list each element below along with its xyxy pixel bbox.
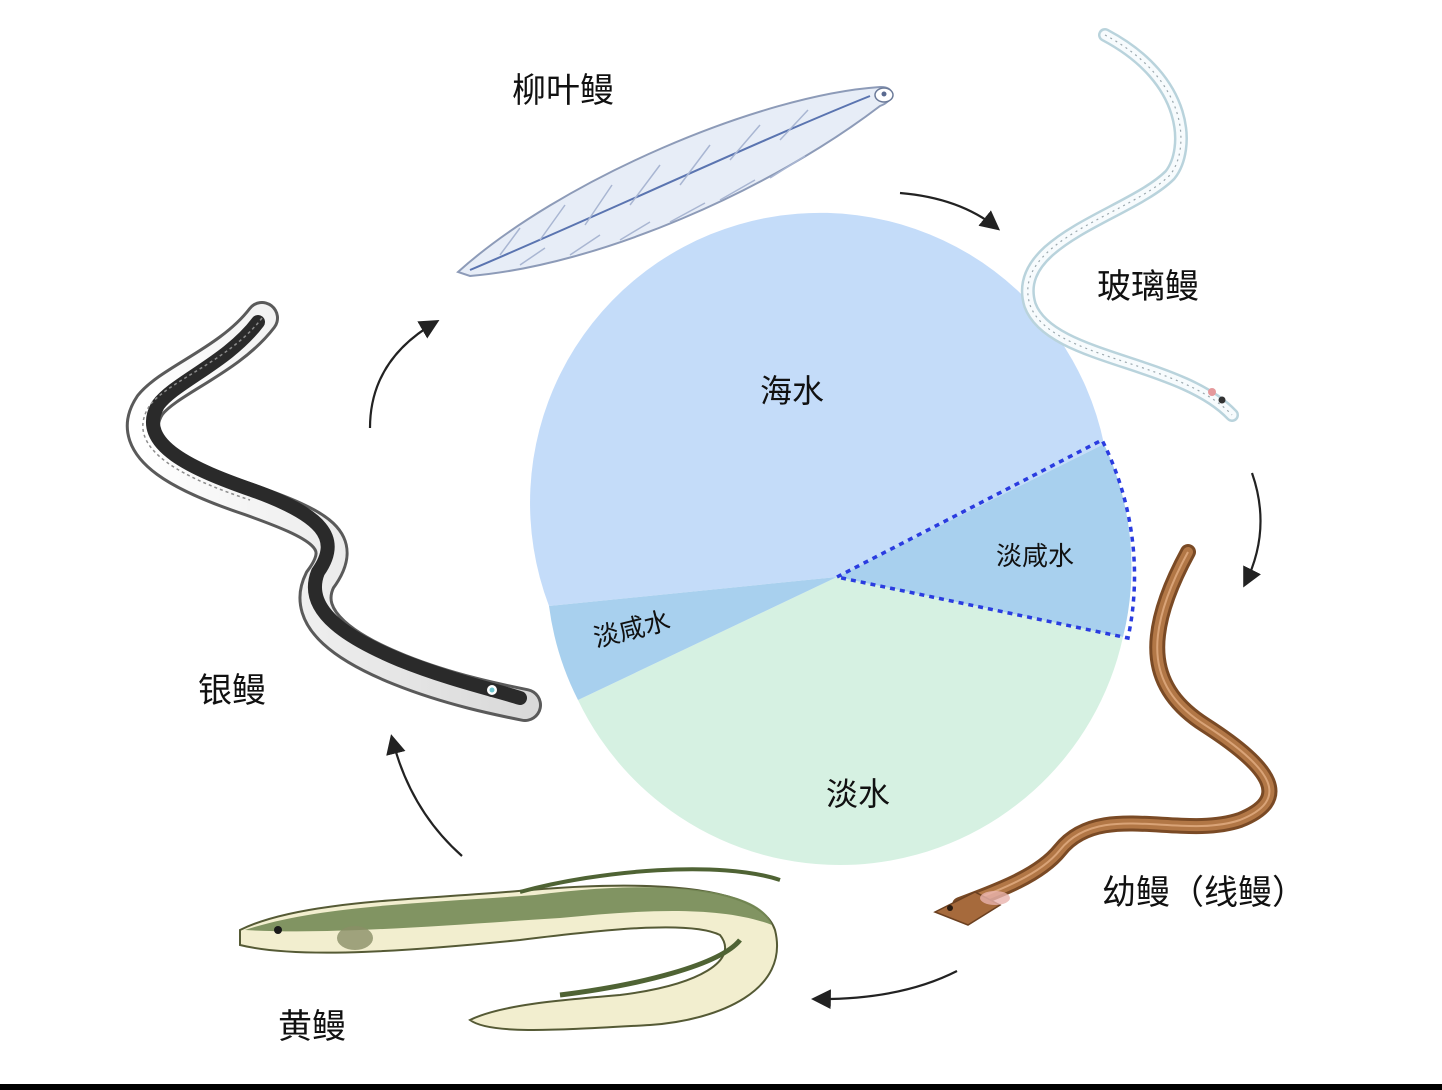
habitat-wheel: 海水 淡咸水 淡咸水 淡水 [530,212,1137,866]
brackish-sector-right [837,444,1132,637]
fresh-sector [578,577,1123,866]
cycle-arrows [368,191,1262,1010]
stage-label-silver-eel: 银鳗 [198,671,266,711]
elver-illustration [933,544,1278,926]
arrow-glass-to-elver [1243,472,1262,588]
stage-label-elver: 幼鳗（线鳗） [1102,873,1306,913]
brackish-sector-left [549,577,837,700]
stage-label-leptocephalus: 柳叶鳗 [512,71,614,111]
zone-label-brackish-right: 淡咸水 [996,542,1074,572]
sea-sector [530,212,1104,606]
brackish-dashed-outline [831,437,1137,641]
arrow-yellow-to-silver [386,734,463,857]
arrow-elver-to-yellow [811,970,958,1010]
zone-label-sea: 海水 [760,372,824,410]
bottom-border [0,1084,1442,1090]
arrow-lepto-to-glass [899,191,1001,231]
arrow-silver-to-lepto [368,320,440,429]
yellow-eel-illustration [239,867,781,1031]
silver-eel-illustration [125,301,542,722]
zone-label-fresh: 淡水 [826,775,890,813]
stage-label-glass-eel: 玻璃鳗 [1097,267,1199,307]
leptocephalus-illustration [456,85,894,278]
stage-label-yellow-eel: 黄鳗 [278,1007,346,1047]
glass-eel-illustration [1020,28,1239,422]
